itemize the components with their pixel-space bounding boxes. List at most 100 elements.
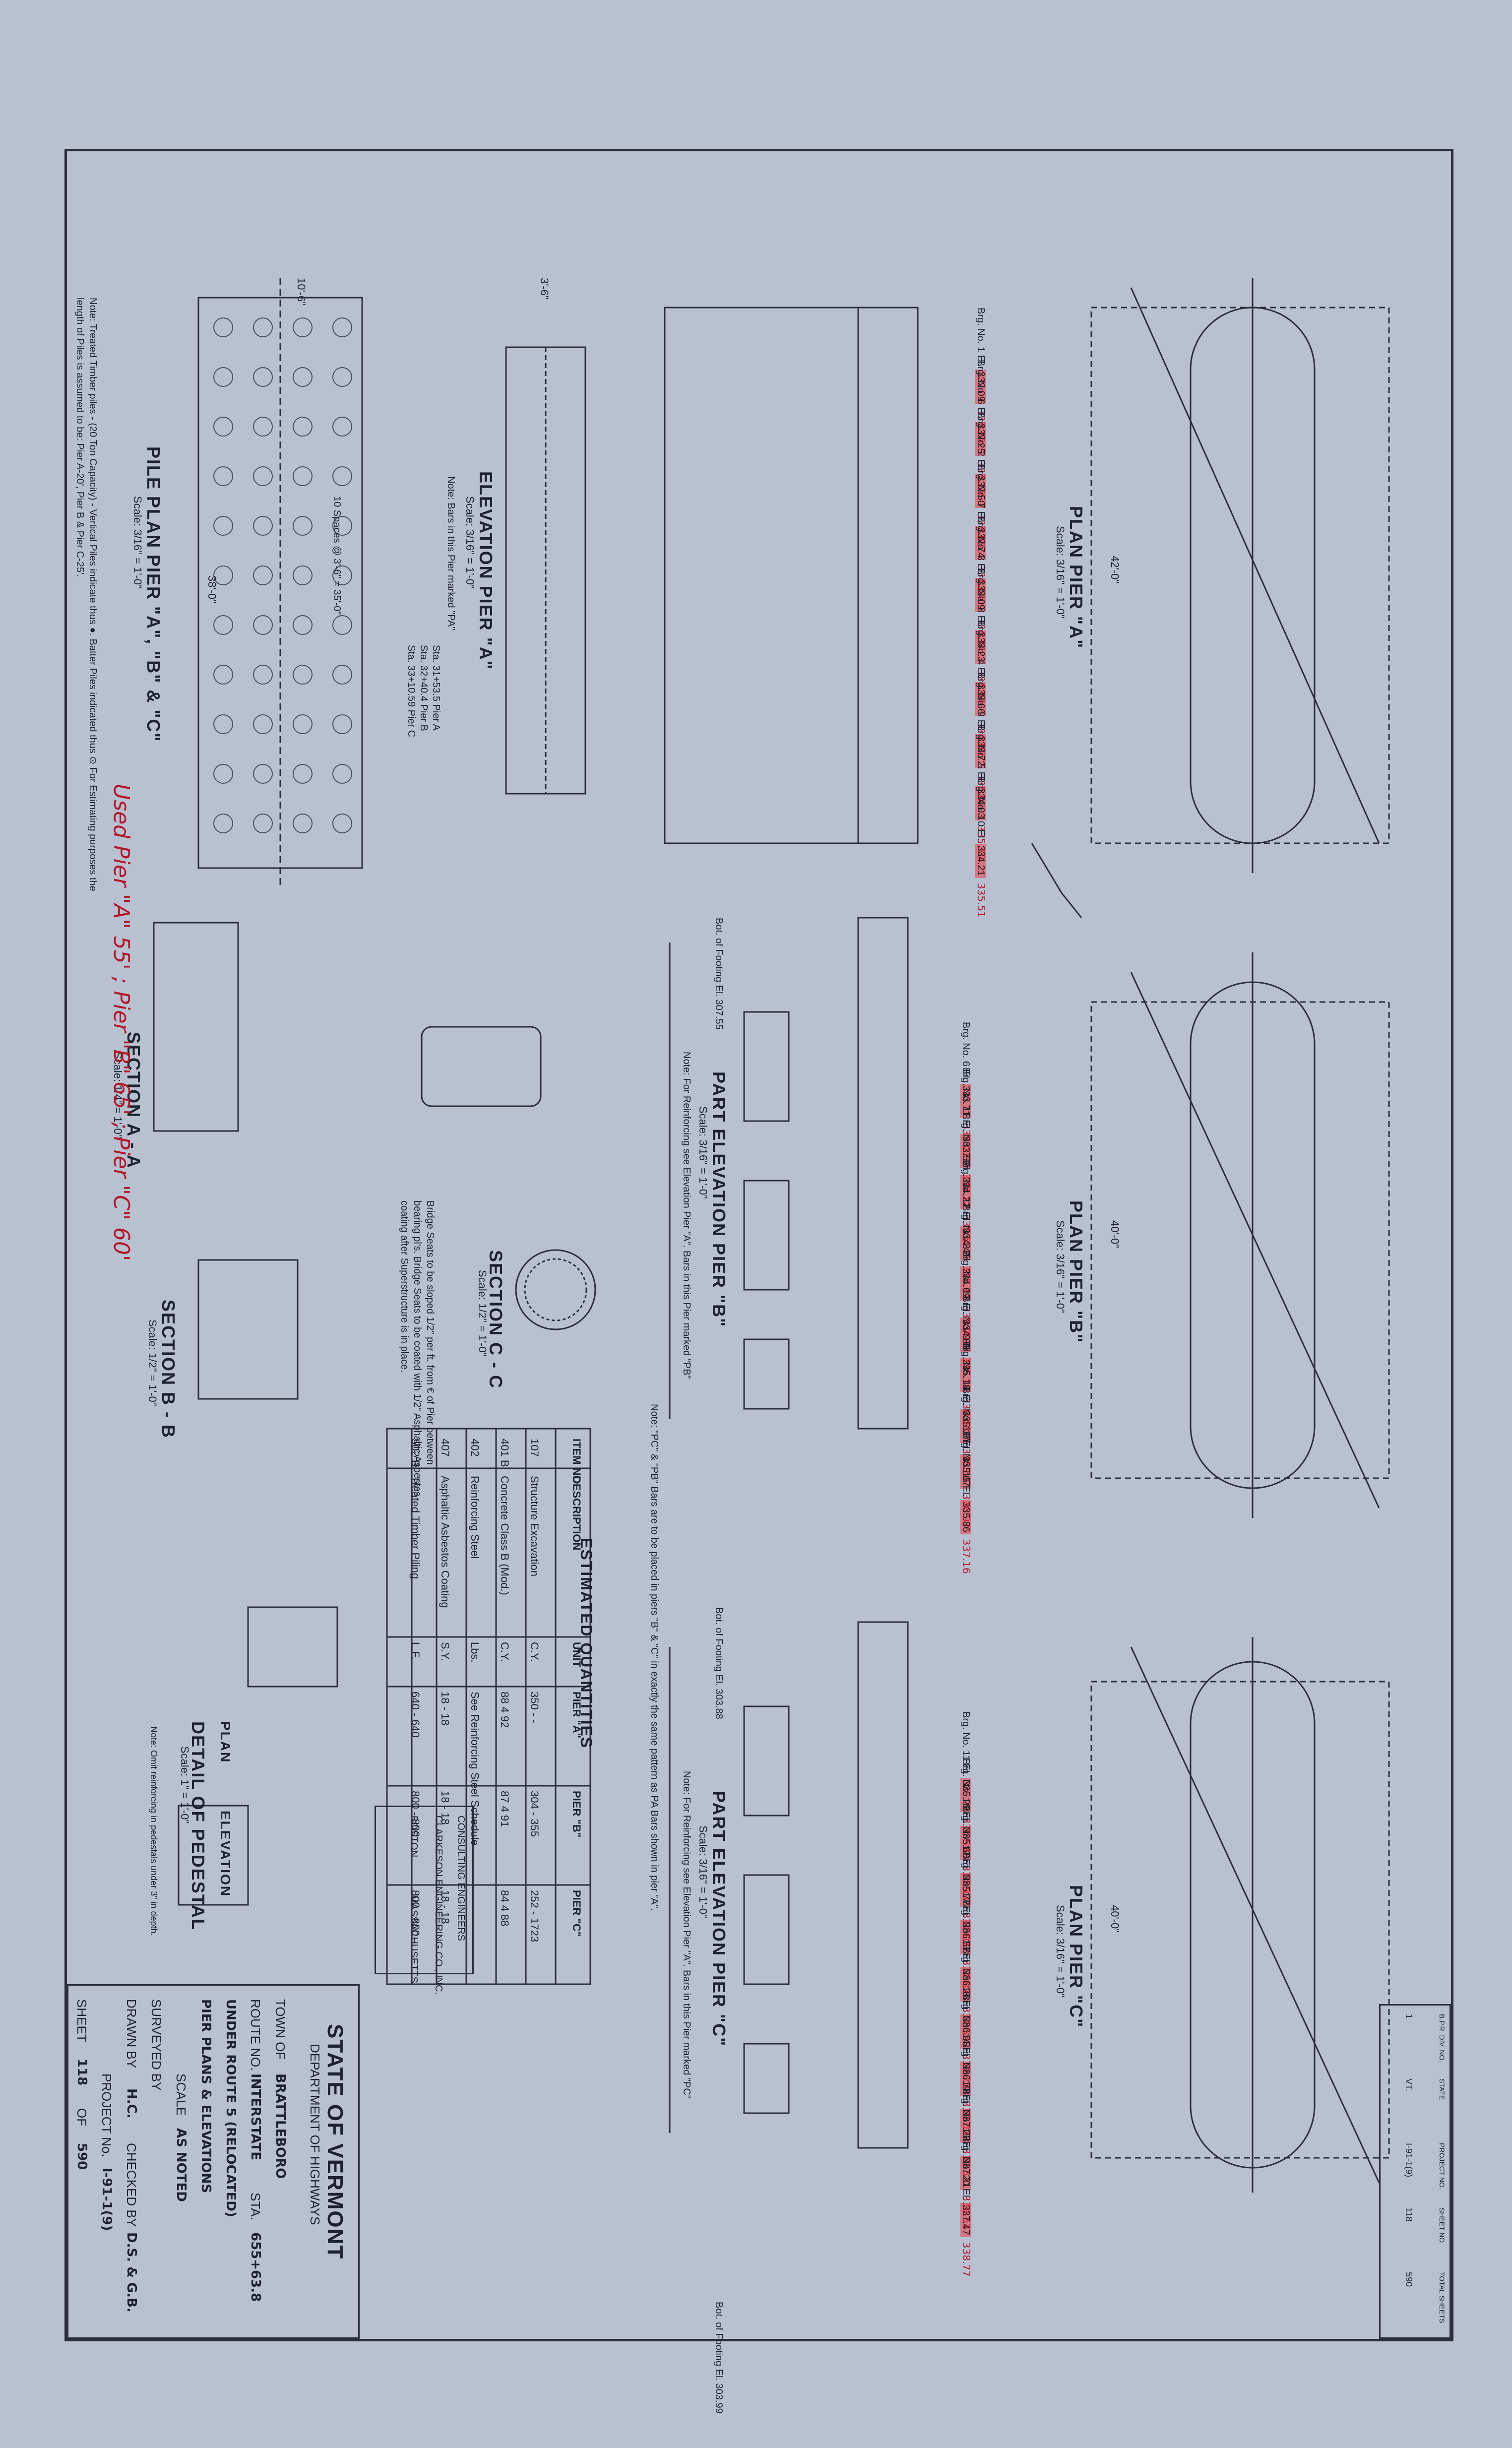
plan-a-scale: Scale: 3/16" = 1'-0"	[1054, 526, 1067, 619]
elev-a-station-a: Sta. 31+53.5 Pier A	[431, 645, 441, 731]
elev-a-title: ELEVATION PIER "A"	[476, 471, 496, 670]
qty-cell: C.Y.	[528, 1642, 541, 1662]
pedestal-plan	[247, 1606, 338, 1688]
elev-a-note: Note: Bars in this Pier marked "PA"	[445, 476, 456, 630]
qty-cell: See Reinforcing Steel Schedule	[469, 1692, 481, 1846]
handwritten-pile-note: Used Pier "A" 55' ; Pier "B" 65' ; Pier …	[109, 784, 134, 1261]
plan-b-scale: Scale: 3/16" = 1'-0"	[1054, 1220, 1067, 1313]
revised-elevation: 338.77	[960, 2242, 972, 2277]
pile-hole	[253, 814, 273, 833]
pier-a-bearing-9: Brg. No. 10 El. 334.21 335.51	[975, 776, 987, 918]
pile-hole	[293, 317, 313, 337]
pile-hole	[213, 516, 233, 536]
pile-hole	[293, 466, 313, 486]
qty-cell: 107	[528, 1439, 541, 1457]
pile-hole	[332, 565, 352, 585]
pier-bc-note: Note: "PC" & "PB" Bars are to be placed …	[649, 1404, 660, 1911]
plan-c-scale: Scale: 3/16" = 1'-0"	[1054, 1905, 1067, 1998]
revised-elevation: 335.51	[975, 882, 987, 918]
pile-hole	[213, 814, 233, 833]
bearing-elevation: 335.86	[960, 1500, 971, 1534]
qty-cell: 84 4 88	[499, 1890, 511, 1927]
pile-hole	[253, 764, 273, 784]
pile-plan-title: PILE PLAN PIER "A", "B" & "C"	[143, 446, 164, 743]
drawing-border	[64, 149, 1453, 2341]
pedestal-elev-label: ELEVATION	[218, 1811, 233, 1897]
qty-cell: 18 - 18	[439, 1890, 451, 1924]
elev-a-station-b: Sta. 32+40.4 Pier B	[418, 645, 429, 732]
bearing-label: Brg. No. 10 El.	[975, 776, 986, 844]
elev-b-scale: Scale: 3/16" = 1'-0"	[697, 1106, 709, 1199]
plan-b-title: PLAN PIER "B"	[1066, 1200, 1086, 1344]
section-cc-outline	[515, 1249, 596, 1330]
dim-top-width: 3'-6"	[538, 278, 551, 300]
qty-cell: Asphaltic Asbestos Coating	[439, 1476, 451, 1608]
pile-hole	[332, 764, 352, 784]
qty-cell: C.Y.	[499, 1642, 511, 1662]
elev-a-scale: Scale: 3/16" = 1'-0"	[464, 496, 476, 589]
pile-hole	[253, 317, 273, 337]
pile-hole	[253, 565, 273, 585]
pile-hole	[293, 814, 313, 833]
qty-cell: Structure Excavation	[528, 1476, 541, 1576]
pile-hole	[253, 417, 273, 437]
pedestal-scale: Scale: 1" = 1'-0"	[179, 1746, 191, 1824]
pile-hole	[213, 417, 233, 437]
quantities-table-outline	[386, 1428, 591, 1985]
dim-pile-len: 38'-0"	[206, 575, 218, 604]
dim-pile-spaces: 10 Spaces @ 3'-6" = 35'-0"	[331, 496, 342, 615]
qty-header-2: UNIT	[570, 1642, 583, 1668]
footing-b: Bot. of Footing El. 303.88	[713, 1607, 724, 1719]
qty-cell: 87 4 91	[499, 1791, 511, 1827]
qty-cell: L.F.	[409, 1642, 422, 1660]
pile-hole	[253, 615, 273, 635]
qty-cell: 502 B	[409, 1439, 422, 1467]
elev-c-scale: Scale: 3/16" = 1'-0"	[697, 1825, 709, 1918]
pile-hole	[253, 665, 273, 685]
qty-cell: 640 - 640	[409, 1692, 422, 1738]
qty-cell: 252 - 1723	[528, 1890, 541, 1943]
elev-a-station-c: Sta. 33+10.59 Pier C	[406, 645, 417, 738]
qty-header-3: PIER "A"	[570, 1692, 583, 1739]
bearing-elevation: 334.21	[975, 843, 986, 878]
pile-plan-scale: Scale: 3/16" = 1'-0"	[131, 496, 144, 589]
pile-hole	[332, 417, 352, 437]
qty-header-1: DESCRIPTION	[570, 1476, 583, 1551]
dim-pier-b: 40'-0"	[1109, 1220, 1121, 1249]
section-aa-outline	[153, 922, 239, 1132]
section-bb-outline	[197, 1259, 299, 1400]
pile-hole	[213, 466, 233, 486]
plan-a-title: PLAN PIER "A"	[1066, 506, 1086, 649]
qty-cell: 401 B	[499, 1439, 511, 1467]
pile-hole	[332, 714, 352, 734]
pile-hole	[213, 317, 233, 337]
pier-b-bearing-9: Brg. No. 15 El. 335.86337.16	[960, 1433, 972, 1574]
pile-hole	[332, 814, 352, 833]
elev-a-cap	[857, 307, 919, 844]
qty-cell: 407	[439, 1439, 451, 1457]
pile-hole	[332, 516, 352, 536]
pile-note: Note: Treated Timber piles - (20 Ton Cap…	[74, 298, 98, 891]
qty-cell: 304 - 355	[528, 1791, 541, 1837]
section-cc-scale: Scale: 1/2" = 1'-0"	[476, 1270, 489, 1357]
elev-b-title: PART ELEVATION PIER "B"	[709, 1071, 729, 1328]
pile-hole	[213, 764, 233, 784]
pedestal-elevation	[178, 1805, 249, 1906]
pile-hole	[293, 665, 313, 685]
revised-elevation: 337.16	[960, 1539, 972, 1574]
dim-pier-c: 40'-0"	[1109, 1905, 1121, 1933]
qty-cell: 88 4 92	[499, 1692, 511, 1728]
section-bb-scale: Scale: 1/2" = 1'-0"	[146, 1319, 159, 1406]
footing-c: Bot. of Footing El. 303.99	[713, 2302, 724, 2414]
elev-b-cap	[857, 917, 909, 1430]
qty-cell: S.Y.	[439, 1642, 451, 1661]
elev-c-cap	[857, 1621, 909, 2149]
pile-hole	[293, 516, 313, 536]
pile-hole	[293, 615, 313, 635]
pile-hole	[293, 714, 313, 734]
pile-hole	[213, 714, 233, 734]
pile-hole	[213, 367, 233, 387]
pedestal-note: Note: Omit reinforcing in pedestals unde…	[149, 1726, 159, 1936]
